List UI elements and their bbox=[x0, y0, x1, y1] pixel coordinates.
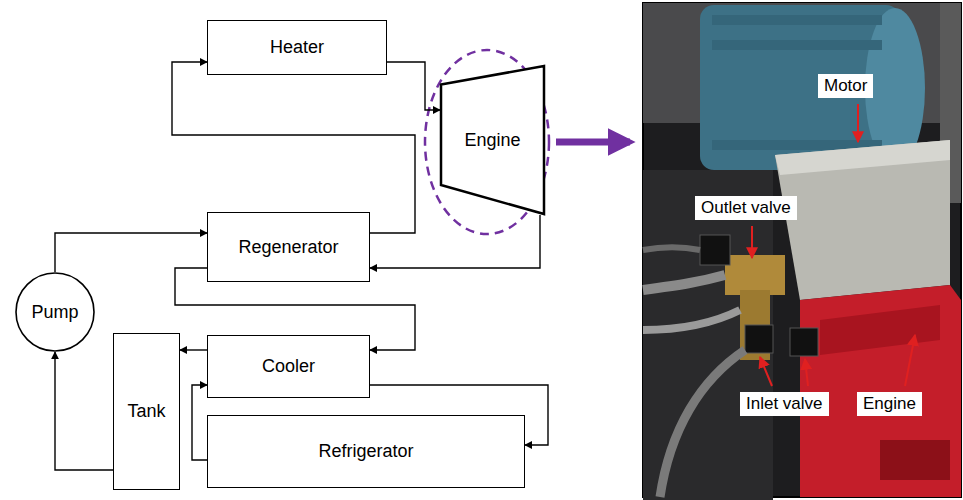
process-box: Heater bbox=[207, 20, 387, 75]
tank-box: Tank bbox=[113, 333, 180, 490]
leader-line bbox=[805, 359, 808, 386]
leader-line bbox=[905, 335, 915, 386]
part-label: Engine bbox=[857, 392, 922, 416]
process-box: Cooler bbox=[207, 335, 370, 398]
focus-ellipse bbox=[425, 50, 549, 234]
circle-outline bbox=[16, 273, 94, 351]
node-label: Tank bbox=[127, 401, 165, 422]
node-label: Engine bbox=[464, 130, 520, 151]
leader-arrows bbox=[752, 104, 915, 386]
engine-trapezoid: Engine bbox=[440, 65, 545, 215]
process-box: Refrigerator bbox=[207, 415, 525, 488]
trapezoid-outline bbox=[441, 66, 544, 214]
node-label: Regenerator bbox=[238, 237, 338, 258]
part-label: Inlet valve bbox=[740, 392, 829, 416]
flow-connector bbox=[172, 62, 415, 233]
pump-circle: Pump bbox=[15, 272, 95, 352]
flow-connector bbox=[55, 233, 207, 272]
process-box: Regenerator bbox=[207, 212, 370, 282]
node-label: Heater bbox=[270, 37, 324, 58]
leader-line bbox=[751, 226, 753, 258]
flow-connector bbox=[370, 215, 540, 268]
node-label: Refrigerator bbox=[318, 441, 413, 462]
flow-connector bbox=[387, 62, 440, 110]
part-label: Motor bbox=[818, 74, 873, 98]
zoom-arrow bbox=[556, 139, 630, 146]
flow-connector bbox=[180, 349, 207, 350]
node-label: Pump bbox=[31, 302, 78, 323]
leader-line bbox=[857, 104, 859, 142]
engine-photo bbox=[643, 3, 961, 500]
flow-connector bbox=[192, 385, 207, 460]
leader-line bbox=[760, 357, 772, 386]
part-label: Outlet valve bbox=[695, 196, 797, 220]
node-label: Cooler bbox=[262, 356, 315, 377]
flow-connector bbox=[55, 352, 113, 470]
